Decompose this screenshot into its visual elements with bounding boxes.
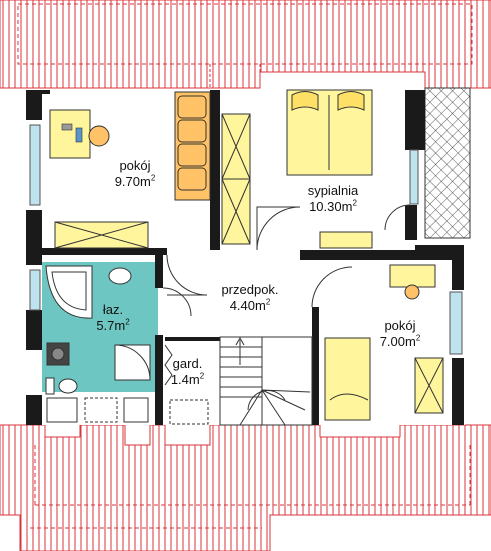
room-label-sypialnia: sypialnia 10.30m2 — [307, 183, 359, 215]
roof-top — [0, 0, 491, 89]
gard-shelves — [164, 344, 209, 425]
roof-bottom — [0, 424, 491, 551]
walls — [26, 90, 464, 425]
right-room-furniture — [324, 264, 444, 421]
room-label-przedpok: przedpok. 4.40m2 — [221, 282, 279, 314]
wardrobe-left — [54, 221, 149, 249]
room-label-pokoj-left: pokój 9.70m2 — [114, 158, 156, 190]
windows — [29, 124, 463, 355]
bedroom-dresser — [319, 231, 373, 249]
sofa — [174, 91, 211, 201]
desk — [49, 109, 110, 159]
room-label-laz: łaz. 5.7m2 — [96, 302, 130, 334]
balcony — [424, 87, 471, 239]
wardrobe-bedroom — [221, 113, 251, 245]
bathroom-fixtures — [45, 265, 151, 423]
double-bed — [286, 89, 373, 176]
room-label-gard: gard. 1.4m2 — [170, 356, 205, 388]
room-label-pokoj-right: pokój 7.00m2 — [379, 318, 421, 350]
staircase — [219, 336, 313, 426]
doors — [162, 204, 411, 317]
